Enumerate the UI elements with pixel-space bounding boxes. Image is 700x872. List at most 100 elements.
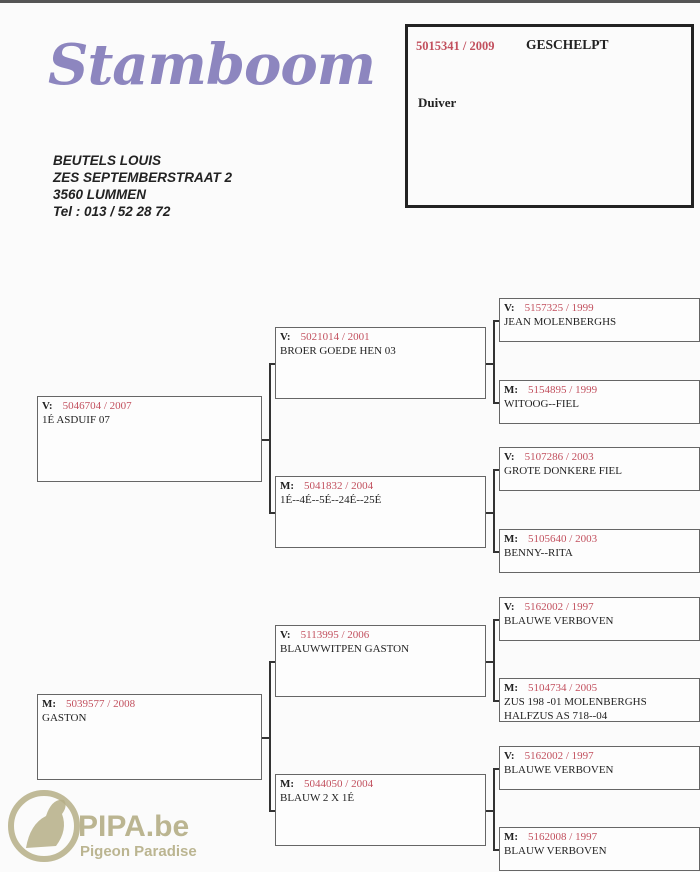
pedigree-connector (493, 700, 499, 702)
pigeon-ring: 5015341 / 2009 (416, 39, 495, 53)
pedigree-header: V: 5021014 / 2001 (280, 330, 481, 344)
parent-label: M: (504, 682, 519, 694)
pedigree-header: M: 5044050 / 2004 (280, 777, 481, 791)
pipa-watermark-logo: PIPA.be Pigeon Paradise (8, 790, 197, 862)
pigeon-description: HALFZUS AS 718--04 (504, 710, 608, 722)
pedigree-header: V: 5162002 / 1997 (504, 749, 695, 763)
parent-label: M: (504, 384, 519, 396)
pedigree-connector (486, 363, 493, 365)
pedigree-connector (493, 469, 499, 471)
owner-street: ZES SEPTEMBERSTRAAT 2 (53, 170, 233, 185)
pigeon-description: 1É ASDUIF 07 (42, 414, 110, 426)
parent-label: V: (504, 451, 515, 463)
ring-number: 5044050 / 2004 (304, 778, 374, 790)
ring-number: 5046704 / 2007 (62, 400, 132, 412)
owner-city: 3560 LUMMEN (53, 187, 147, 202)
pigeon-description: BLAUW VERBOVEN (504, 845, 607, 857)
ring-number: 5041832 / 2004 (304, 480, 374, 492)
owner-info: BEUTELS LOUIS ZES SEPTEMBERSTRAAT 2 3560… (53, 152, 232, 220)
pigeon-id-box: 5015341 / 2009 GESCHELPT Duiver (405, 24, 694, 208)
parent-label: M: (280, 480, 295, 492)
ring-number: 5039577 / 2008 (66, 698, 136, 710)
pedigree-connector (493, 469, 495, 551)
parent-label: V: (504, 302, 515, 314)
pigeon-description: BENNY--RITA (504, 547, 573, 559)
pedigree-connector (269, 661, 275, 663)
pigeon-description: JEAN MOLENBERGHS (504, 316, 617, 328)
parent-label: M: (42, 698, 57, 710)
pedigree-connector (493, 320, 499, 322)
pigeon-description: GASTON (42, 712, 87, 724)
parent-label: M: (280, 778, 295, 790)
ring-number: 5154895 / 1999 (528, 384, 598, 396)
page-title: Stamboom (48, 32, 376, 98)
pigeon-sex: Duiver (418, 95, 457, 110)
pedigree-header: M:5105640 / 2003 (504, 532, 695, 546)
svg-text:PIPA.be: PIPA.be (78, 810, 189, 843)
pedigree-connector (269, 661, 271, 810)
pedigree-connector (493, 768, 495, 849)
ring-number: 5021014 / 2001 (300, 331, 370, 343)
pedigree-connector (486, 810, 493, 812)
ring-number: 5104734 / 2005 (528, 682, 598, 694)
ring-number: 5157325 / 1999 (524, 302, 594, 314)
parent-label: M: (504, 831, 519, 843)
pigeon-description: BLAUWE VERBOVEN (504, 615, 614, 627)
pigeon-description: GROTE DONKERE FIEL (504, 465, 622, 477)
pedigree-connector (493, 619, 499, 621)
pedigree-connector (493, 402, 499, 404)
pedigree-header: V: 5157325 / 1999 (504, 301, 695, 315)
parent-label: V: (504, 750, 515, 762)
pedigree-connector (262, 439, 269, 441)
pedigree-box-gen1: V: 5046704 / 2007 1É ASDUIF 07 (37, 396, 262, 482)
pedigree-header: V: 5113995 / 2006 (280, 628, 481, 642)
pedigree-connector (493, 619, 495, 700)
pedigree-connector (493, 551, 499, 553)
pigeon-description: WITOOG--FIEL (504, 398, 579, 410)
pedigree-header: M: 5162008 / 1997 (504, 830, 695, 844)
pedigree-connector (269, 363, 271, 512)
parent-label: V: (42, 400, 53, 412)
parent-label: M: (504, 533, 519, 545)
pigeon-status: GESCHELPT (526, 37, 609, 52)
pigeon-description: BLAUW 2 X 1É (280, 792, 355, 804)
pedigree-header: M: 5041832 / 2004 (280, 479, 481, 493)
ring-number: 5107286 / 2003 (524, 451, 594, 463)
pedigree-header: V: 5107286 / 2003 (504, 450, 695, 464)
pedigree-header: M: 5039577 / 2008 (42, 697, 257, 711)
pigeon-description: BROER GOEDE HEN 03 (280, 345, 396, 357)
parent-label: V: (504, 601, 515, 613)
pigeon-description: BLAUWWITPEN GASTON (280, 643, 410, 655)
owner-name: BEUTELS LOUIS (53, 153, 162, 168)
pedigree-connector (493, 320, 495, 402)
pedigree-connector (269, 810, 275, 812)
pedigree-header: M: 5154895 / 1999 (504, 383, 695, 397)
pedigree-connector (493, 768, 499, 770)
pedigree-header: V: 5046704 / 2007 (42, 399, 257, 413)
pedigree-box-gen2: M: 5041832 / 2004 1É--4É--5É--24É--25É (275, 476, 486, 548)
svg-text:Pigeon Paradise: Pigeon Paradise (80, 843, 197, 860)
owner-phone: Tel : 013 / 52 28 72 (53, 204, 171, 219)
pedigree-connector (486, 512, 493, 514)
ring-number: 5162008 / 1997 (528, 831, 598, 843)
parent-label: V: (280, 629, 291, 641)
scan-edge (0, 0, 700, 3)
pigeon-description: 1É--4É--5É--24É--25É (280, 494, 382, 506)
ring-number: 5113995 / 2006 (300, 629, 370, 641)
parent-label: V: (280, 331, 291, 343)
ring-number: 5162002 / 1997 (524, 750, 594, 762)
pigeon-description: ZUS 198 -01 MOLENBERGHS (504, 696, 647, 708)
pedigree-connector (486, 661, 493, 663)
ring-number: 5162002 / 1997 (524, 601, 594, 613)
